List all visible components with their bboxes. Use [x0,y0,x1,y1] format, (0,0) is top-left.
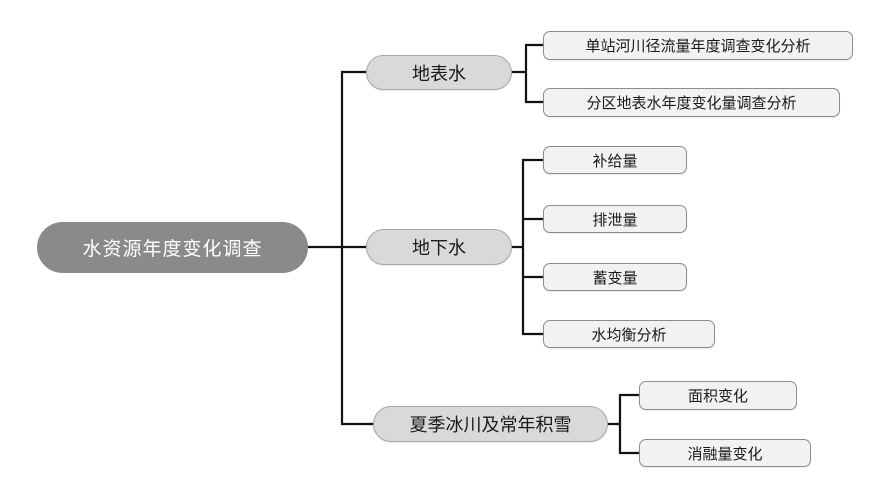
root-node-water-resources-survey[interactable]: 水资源年度变化调查 [37,222,308,273]
leaf-recharge-amount[interactable]: 补给量 [543,146,687,174]
leaf-discharge-amount[interactable]: 排泄量 [543,205,687,233]
leaf-regional-surface-water-annual-change-analysis[interactable]: 分区地表水年度变化量调查分析 [543,88,840,117]
branch-surface-water[interactable]: 地表水 [366,55,512,90]
leaf-station-runoff-annual-change-analysis[interactable]: 单站河川径流量年度调查变化分析 [543,31,853,60]
branch-groundwater[interactable]: 地下水 [366,229,512,265]
leaf-water-balance-analysis[interactable]: 水均衡分析 [543,320,715,348]
leaf-ablation-amount-change[interactable]: 消融量变化 [639,439,811,467]
leaf-area-change[interactable]: 面积变化 [639,381,797,410]
branch-glacier-and-snow[interactable]: 夏季冰川及常年积雪 [373,406,608,442]
leaf-storage-change-amount[interactable]: 蓄变量 [543,263,687,291]
